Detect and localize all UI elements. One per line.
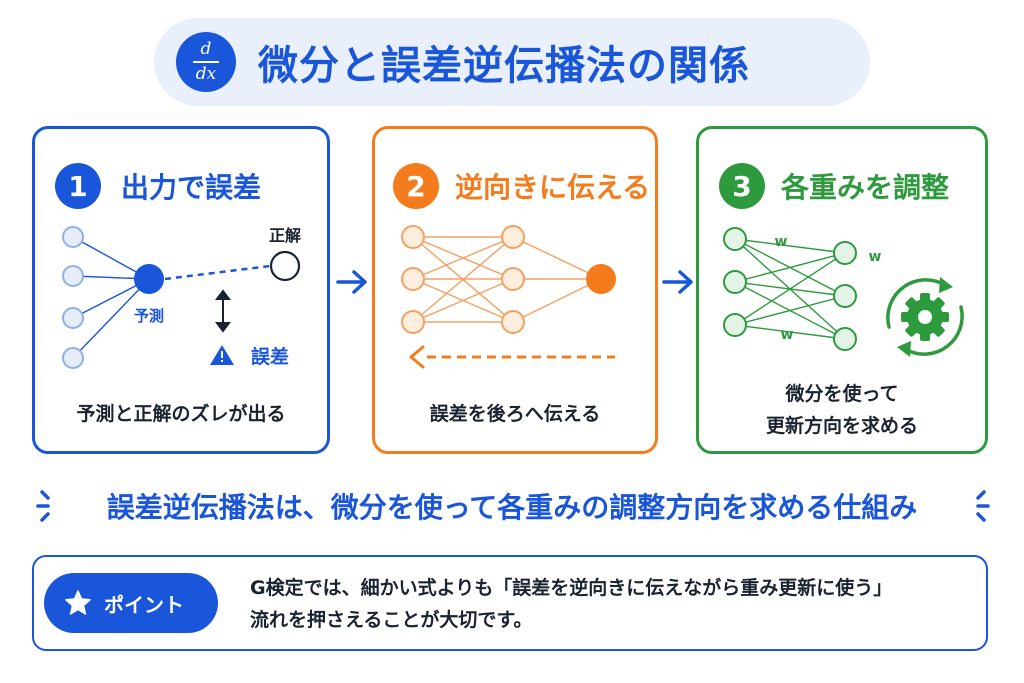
up-down-arrow-icon (215, 289, 231, 333)
star-icon (65, 590, 91, 615)
input-node (62, 307, 84, 329)
error-gap-line (164, 264, 271, 281)
page-title: 微分と誤差逆伝播法の関係 (258, 43, 750, 89)
hidden-node (501, 310, 525, 334)
hidden-node (501, 267, 525, 291)
output-node (833, 284, 857, 308)
output-node (833, 241, 857, 265)
step-title: 出力で誤差 (121, 171, 262, 204)
arrow-right-icon (336, 270, 367, 294)
input-node (62, 226, 84, 248)
weight-label: w (781, 327, 794, 343)
derivative-icon: d dx (176, 32, 236, 92)
input-node (401, 310, 425, 334)
step-number-badge: 1 (55, 163, 101, 209)
summary-statement: 誤差逆伝播法は、微分を使って各重みの調整方向を求める仕組み (106, 491, 918, 524)
output-node (586, 264, 616, 294)
weight-update-diagram: w w w (723, 227, 964, 357)
point-text-line2: 流れを押さえることが大切です。 (250, 609, 533, 631)
input-node (401, 267, 425, 291)
summary-decoration-right (976, 490, 990, 522)
title-banner (154, 18, 870, 106)
input-node (723, 313, 747, 337)
output-node (833, 327, 857, 351)
step-caption: 予測と正解のズレが出る (76, 403, 286, 425)
arrow-right-icon (662, 270, 693, 294)
step-title: 逆向きに伝える (455, 171, 651, 204)
point-text: G検定では、細かい式よりも「誤差を逆向きに伝えながら重み更新に使う」 流れを押さ… (250, 572, 970, 636)
step-card-adjust-weights: w w w 3 各重みを調整 微分を使って 更新方向を求める (696, 126, 988, 454)
step-card-backpropagate: 2 逆向きに伝える 誤差を後ろへ伝える (372, 126, 658, 454)
backprop-diagram (401, 225, 616, 369)
input-node (62, 265, 84, 287)
label-error: 誤差 (251, 345, 289, 368)
step-caption-line2: 更新方向を求める (765, 415, 918, 437)
summary-decoration-left (36, 490, 50, 522)
weight-label: w (775, 234, 788, 250)
backward-arrow-icon (409, 345, 615, 369)
step-caption: 誤差を後ろへ伝える (429, 403, 601, 425)
gear-icon (886, 277, 964, 357)
point-text-line1: G検定では、細かい式よりも「誤差を逆向きに伝えながら重み更新に使う」 (250, 577, 893, 599)
point-badge-label: ポイント (104, 592, 184, 617)
error-diagram: 正解 予測 誤差 (62, 226, 301, 369)
input-node (723, 227, 747, 251)
label-prediction: 予測 (134, 307, 164, 325)
step-title: 各重みを調整 (781, 171, 950, 204)
step-number-badge: 2 (393, 163, 439, 209)
derivative-icon-top: d (200, 39, 212, 59)
input-node (401, 225, 425, 249)
step-number-badge: 3 (719, 163, 765, 209)
warning-icon (210, 345, 234, 365)
derivative-icon-bottom: dx (195, 64, 217, 84)
step-card-output-error: 正解 予測 誤差 1 出力で誤差 予測と正解のズレが出る (32, 126, 330, 454)
input-node (723, 270, 747, 294)
correct-answer-node (269, 250, 301, 282)
input-node (62, 347, 84, 369)
label-correct: 正解 (269, 226, 301, 245)
hidden-node (501, 225, 525, 249)
weight-label: w (869, 249, 882, 265)
step-caption-line1: 微分を使って (785, 383, 899, 405)
prediction-node (134, 264, 164, 294)
point-badge: ポイント (44, 573, 218, 633)
